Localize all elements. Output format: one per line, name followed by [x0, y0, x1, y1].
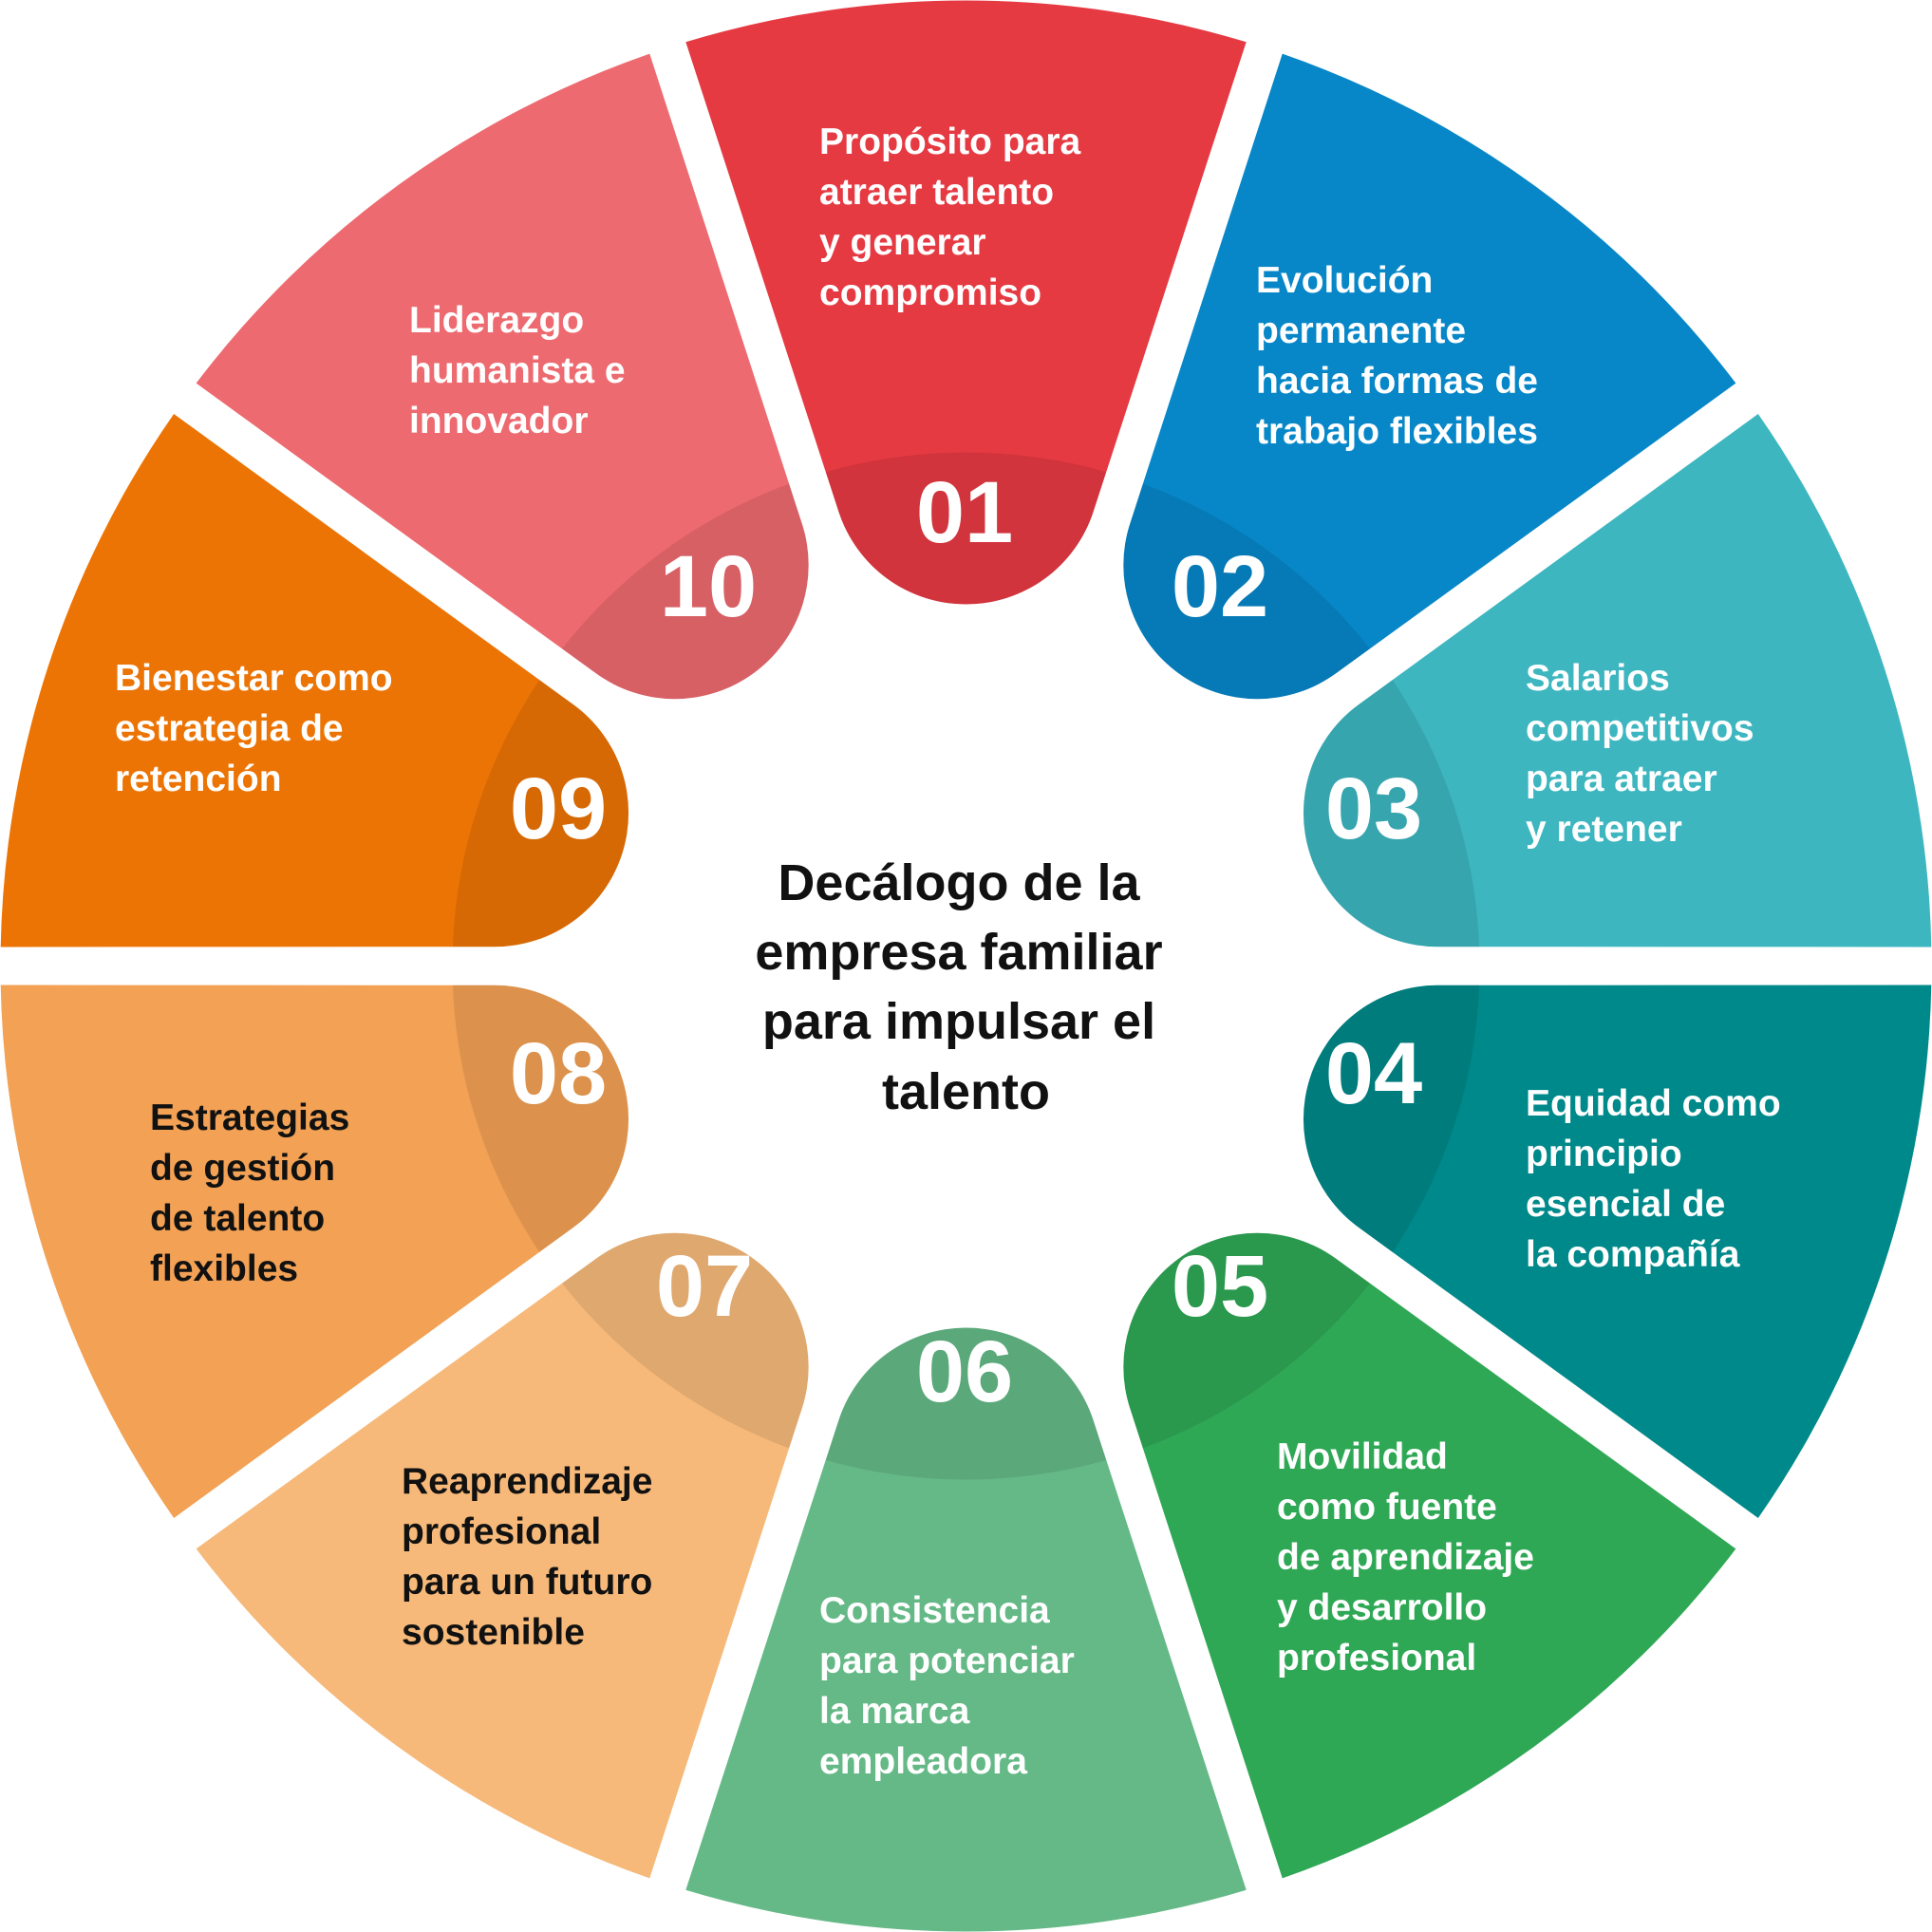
segment-label-line: Liderazgo	[409, 300, 584, 341]
segment-shape	[685, 0, 1247, 605]
segment-label-line: la marca	[819, 1691, 970, 1732]
segment-01	[685, 0, 1247, 605]
segment-label-line: de aprendizaje	[1277, 1537, 1534, 1578]
segment-label-line: sostenible	[402, 1612, 585, 1653]
segment-number: 10	[660, 538, 757, 635]
segment-label: Reaprendizaje profesional para un futuro so…	[402, 1461, 652, 1653]
title-line: Decálogo de la	[778, 854, 1140, 911]
segment-number: 02	[1172, 538, 1268, 635]
center-title: Decálogo de la empresa familiar para imp…	[755, 854, 1176, 1120]
segment-label-line: compromiso	[819, 272, 1041, 313]
segment-label-line: empleadora	[819, 1741, 1027, 1782]
segment-label-line: innovador	[409, 401, 589, 441]
labels-group: 01 Propósito para atraer talento y generar c…	[115, 122, 1781, 1782]
segment-label-line: retención	[115, 759, 282, 799]
segment-04	[1304, 985, 1932, 1518]
segment-10	[196, 53, 809, 700]
segment-label-line: flexibles	[150, 1248, 298, 1289]
segment-label-line: Salarios	[1526, 658, 1670, 699]
title-line: talento	[882, 1063, 1050, 1120]
segment-label: Equidad como principio esencial de la compa…	[1526, 1083, 1781, 1275]
segment-label-line: como fuente	[1277, 1487, 1497, 1528]
segment-label-line: principio	[1526, 1134, 1682, 1174]
segment-label-line: Reaprendizaje	[402, 1461, 652, 1502]
segment-label-line: la compañía	[1526, 1234, 1740, 1275]
segment-08	[0, 985, 628, 1518]
segment-label-line: permanente	[1256, 310, 1466, 351]
segment-label-line: de gestión	[150, 1148, 335, 1189]
segment-label-line: Consistencia	[819, 1590, 1050, 1631]
segment-shape	[0, 414, 628, 947]
segment-label: Bienestar como estrategia de retención	[115, 658, 393, 799]
segment-label: Movilidad como fuente de aprendizaje y desa…	[1277, 1436, 1534, 1679]
segment-03	[1304, 414, 1932, 947]
segment-label-line: Propósito para	[819, 122, 1081, 162]
segment-label: Estrategias de gestión de talento flexibles	[150, 1097, 349, 1289]
segment-shape	[196, 1232, 809, 1879]
segment-label-line: estrategia de	[115, 708, 344, 749]
segment-label-line: hacia formas de	[1256, 361, 1538, 402]
segment-label: Propósito para atraer talento y generar com…	[819, 122, 1081, 313]
segment-06	[685, 1327, 1247, 1932]
segment-label-line: y retener	[1526, 809, 1682, 850]
segment-shape	[1304, 985, 1932, 1518]
segment-label-line: esencial de	[1526, 1184, 1725, 1225]
segment-label-line: de talento	[150, 1198, 325, 1239]
segment-label-line: Bienestar como	[115, 658, 393, 699]
segment-number: 07	[656, 1238, 753, 1335]
segment-02	[1123, 53, 1736, 700]
segment-label-line: para atraer	[1526, 759, 1717, 799]
segment-label-line: Evolución	[1256, 260, 1433, 301]
segment-label-line: profesional	[1277, 1638, 1476, 1679]
segment-label-line: Estrategias	[150, 1097, 349, 1138]
segment-label-line: Equidad como	[1526, 1083, 1781, 1124]
segment-label-line: Movilidad	[1277, 1436, 1448, 1477]
segment-shape	[1123, 53, 1736, 700]
segment-label-line: y desarrollo	[1277, 1587, 1487, 1628]
segment-label-line: para potenciar	[819, 1641, 1075, 1681]
title-line: empresa familiar	[755, 924, 1162, 981]
segment-label-line: profesional	[402, 1511, 601, 1552]
segment-number: 04	[1325, 1025, 1422, 1122]
segment-label-line: para un futuro	[402, 1562, 652, 1603]
segment-number: 05	[1172, 1238, 1268, 1335]
segment-shape	[0, 985, 628, 1518]
segment-shape	[1123, 1232, 1736, 1879]
segment-label-line: competitivos	[1526, 708, 1754, 749]
segment-label-line: humanista e	[409, 350, 626, 391]
segment-shape	[685, 1327, 1247, 1932]
segment-label: Evolución permanente hacia formas de trabaj…	[1256, 260, 1538, 452]
segment-label: Liderazgo humanista e innovador	[409, 300, 626, 441]
segment-09	[0, 414, 628, 947]
segment-label: Consistencia para potenciar la marca emplea…	[819, 1590, 1075, 1782]
title-line: para impulsar el	[762, 993, 1155, 1050]
segment-shape	[1304, 414, 1932, 947]
segment-label-line: atraer talento	[819, 172, 1054, 213]
segment-label: Salarios competitivos para atraer y retener	[1526, 658, 1754, 850]
segment-label-line: trabajo flexibles	[1256, 411, 1538, 452]
segment-shape	[196, 53, 809, 700]
segment-number: 03	[1325, 760, 1422, 857]
segment-07	[196, 1232, 809, 1879]
segment-number: 06	[916, 1323, 1013, 1420]
segment-number: 09	[510, 760, 607, 857]
segment-05	[1123, 1232, 1736, 1879]
segment-number: 01	[916, 464, 1013, 561]
segment-label-line: y generar	[819, 222, 986, 263]
segment-number: 08	[510, 1025, 607, 1122]
